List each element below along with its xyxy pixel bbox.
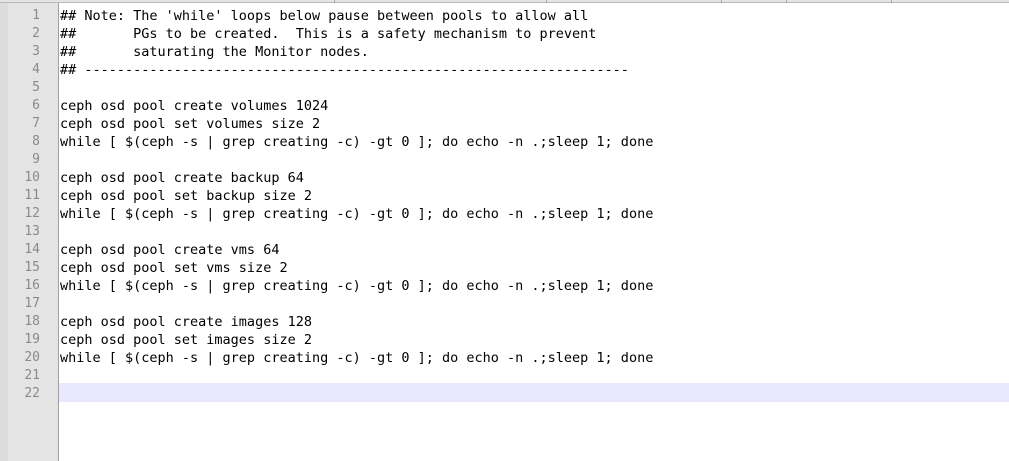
line-number: 2 bbox=[32, 26, 40, 41]
tab-segment[interactable] bbox=[547, 0, 722, 3]
code-line[interactable]: ## Note: The 'while' loops below pause b… bbox=[60, 8, 589, 24]
code-line[interactable]: ceph osd pool create volumes 1024 bbox=[60, 98, 329, 114]
line-number: 3 bbox=[32, 44, 40, 59]
line-number: 15 bbox=[24, 260, 40, 275]
line-number: 9 bbox=[32, 152, 40, 167]
code-line[interactable]: ## PGs to be created. This is a safety m… bbox=[60, 26, 597, 42]
tab-segment[interactable] bbox=[335, 0, 547, 3]
code-line[interactable]: ceph osd pool set vms size 2 bbox=[60, 260, 288, 276]
code-line[interactable]: while [ $(ceph -s | grep creating -c) -g… bbox=[60, 206, 654, 222]
code-line[interactable]: ceph osd pool create images 128 bbox=[60, 314, 312, 330]
line-number: 14 bbox=[24, 242, 40, 257]
code-line[interactable] bbox=[60, 295, 653, 313]
line-number: 18 bbox=[24, 314, 40, 329]
line-number: 5 bbox=[32, 80, 40, 95]
line-number: 17 bbox=[24, 296, 40, 311]
line-number: 19 bbox=[24, 332, 40, 347]
line-number: 8 bbox=[32, 134, 40, 149]
line-number: 13 bbox=[24, 224, 40, 239]
code-text-area[interactable]: ## Note: The 'while' loops below pause b… bbox=[59, 3, 1009, 461]
code-lines[interactable]: ## Note: The 'while' loops below pause b… bbox=[60, 7, 653, 403]
tab-segment[interactable] bbox=[0, 0, 335, 3]
code-line[interactable]: while [ $(ceph -s | grep creating -c) -g… bbox=[60, 350, 654, 366]
line-number: 7 bbox=[32, 116, 40, 131]
code-line[interactable] bbox=[60, 151, 653, 169]
code-line[interactable] bbox=[60, 367, 653, 385]
line-number: 1 bbox=[32, 8, 40, 23]
line-number: 11 bbox=[24, 188, 40, 203]
line-number: 21 bbox=[24, 368, 40, 383]
code-line[interactable]: while [ $(ceph -s | grep creating -c) -g… bbox=[60, 134, 654, 150]
code-line[interactable]: ceph osd pool set images size 2 bbox=[60, 332, 312, 348]
code-line[interactable]: ceph osd pool set volumes size 2 bbox=[60, 116, 321, 132]
code-line[interactable] bbox=[60, 385, 653, 403]
code-line[interactable] bbox=[60, 223, 653, 241]
code-line[interactable]: ceph osd pool create vms 64 bbox=[60, 242, 280, 258]
current-line-highlight bbox=[59, 383, 1009, 402]
tab-segment[interactable] bbox=[787, 0, 892, 3]
line-number: 10 bbox=[24, 170, 40, 185]
tab-segment[interactable] bbox=[722, 0, 787, 3]
line-number: 6 bbox=[32, 98, 40, 113]
line-number: 4 bbox=[32, 62, 40, 77]
code-line[interactable]: while [ $(ceph -s | grep creating -c) -g… bbox=[60, 278, 654, 294]
code-line[interactable]: ## saturating the Monitor nodes. bbox=[60, 44, 369, 60]
code-line[interactable] bbox=[60, 79, 653, 97]
line-number: 22 bbox=[24, 386, 40, 401]
line-number: 16 bbox=[24, 278, 40, 293]
code-line[interactable]: ceph osd pool set backup size 2 bbox=[60, 188, 312, 204]
tab-bar-edge bbox=[0, 0, 1009, 3]
line-number: 12 bbox=[24, 206, 40, 221]
line-number: 20 bbox=[24, 350, 40, 365]
code-line[interactable]: ## -------------------------------------… bbox=[60, 62, 629, 78]
fold-margin bbox=[0, 3, 8, 461]
code-line[interactable]: ceph osd pool create backup 64 bbox=[60, 170, 304, 186]
